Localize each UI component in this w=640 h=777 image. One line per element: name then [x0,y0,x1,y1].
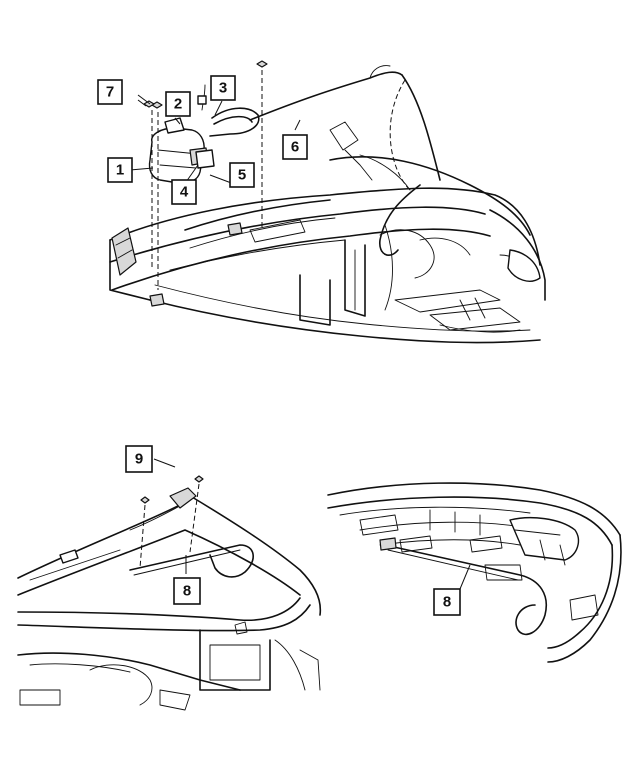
callout-2: 2 [165,91,191,117]
callout-8-left: 8 [173,577,201,605]
callout-4-label: 4 [180,184,189,201]
callout-8-left-label: 8 [183,583,191,600]
callout-7-label: 7 [106,84,114,101]
callout-8-right: 8 [433,588,461,616]
callout-4: 4 [171,179,197,205]
callout-9-label: 9 [135,451,143,468]
callout-5-label: 5 [238,167,246,184]
callout-7: 7 [97,79,123,105]
hood-illustration [17,475,322,711]
front-structure-illustration [109,60,546,344]
callout-3: 3 [210,75,236,101]
callout-6: 6 [282,134,308,160]
callout-3-label: 3 [219,80,227,97]
callout-1: 1 [107,157,133,183]
callout-6-label: 6 [291,139,299,156]
callout-2-label: 2 [174,96,182,113]
callout-9: 9 [125,445,153,473]
hood-underside-illustration [327,482,622,663]
bottom-right-leaders [459,564,471,590]
bottom-left-leaders [153,458,187,574]
callout-1-label: 1 [116,162,124,179]
callout-5: 5 [229,162,255,188]
callout-8-right-label: 8 [443,594,451,611]
